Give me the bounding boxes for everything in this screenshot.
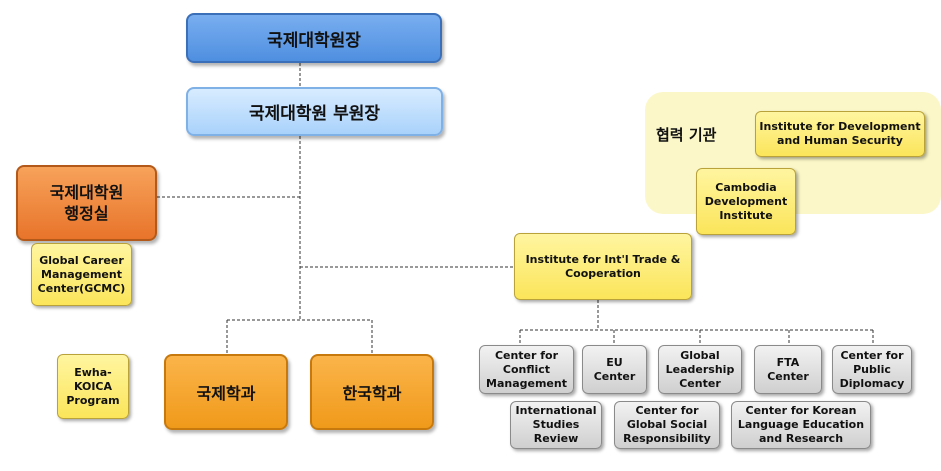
institute-development-label: Institute for Development and Human Secu… [759, 120, 921, 147]
admin-office-label: 국제대학원 행정실 [49, 183, 124, 223]
dean-box: 국제대학원장 [186, 13, 442, 63]
intl-studies-dept-label: 국제학과 [196, 384, 256, 403]
public-diplomacy-center-box: Center for Public Diplomacy [832, 345, 912, 394]
eu-center-label: EU Center [593, 355, 636, 383]
conflict-center-box: Center for Conflict Management [479, 345, 574, 394]
fta-center-box: FTA Center [754, 345, 822, 394]
ewha-koica-label: Ewha- KOICA Program [66, 365, 120, 407]
korean-studies-dept-label: 한국학과 [342, 384, 402, 403]
institute-trade-label: Institute for Int'l Trade & Cooperation [525, 252, 681, 280]
fta-center-label: FTA Center [767, 355, 809, 383]
korean-language-center-box: Center for Korean Language Education and… [731, 401, 871, 449]
global-leadership-center-label: Global Leadership Center [665, 348, 735, 390]
gcmc-label: Global Career Management Center(GCMC) [37, 253, 126, 295]
international-studies-review-box: International Studies Review [510, 401, 602, 449]
cambodia-institute-box: Cambodia Development Institute [696, 168, 796, 235]
conflict-center-label: Center for Conflict Management [486, 348, 567, 390]
korean-studies-dept-box: 한국학과 [310, 354, 434, 430]
intl-studies-dept-box: 국제학과 [164, 354, 288, 430]
ewha-koica-box: Ewha- KOICA Program [57, 354, 129, 419]
vice-dean-label: 국제대학원 부원장 [248, 104, 381, 124]
cambodia-institute-label: Cambodia Development Institute [704, 180, 788, 222]
korean-language-center-label: Center for Korean Language Education and… [737, 404, 865, 445]
institute-trade-box: Institute for Int'l Trade & Cooperation [514, 233, 692, 300]
global-social-responsibility-box: Center for Global Social Responsibility [614, 401, 720, 449]
admin-office-box: 국제대학원 행정실 [16, 165, 157, 241]
institute-development-box: Institute for Development and Human Secu… [755, 111, 925, 157]
dean-label: 국제대학원장 [267, 30, 361, 51]
international-studies-review-label: International Studies Review [515, 404, 597, 445]
gcmc-box: Global Career Management Center(GCMC) [31, 243, 132, 306]
vice-dean-box: 국제대학원 부원장 [186, 87, 443, 136]
public-diplomacy-center-label: Center for Public Diplomacy [839, 348, 905, 390]
global-leadership-center-box: Global Leadership Center [658, 345, 742, 394]
eu-center-box: EU Center [582, 345, 647, 394]
cooperation-label: 협력 기관 [656, 126, 717, 144]
global-social-responsibility-label: Center for Global Social Responsibility [623, 404, 711, 445]
